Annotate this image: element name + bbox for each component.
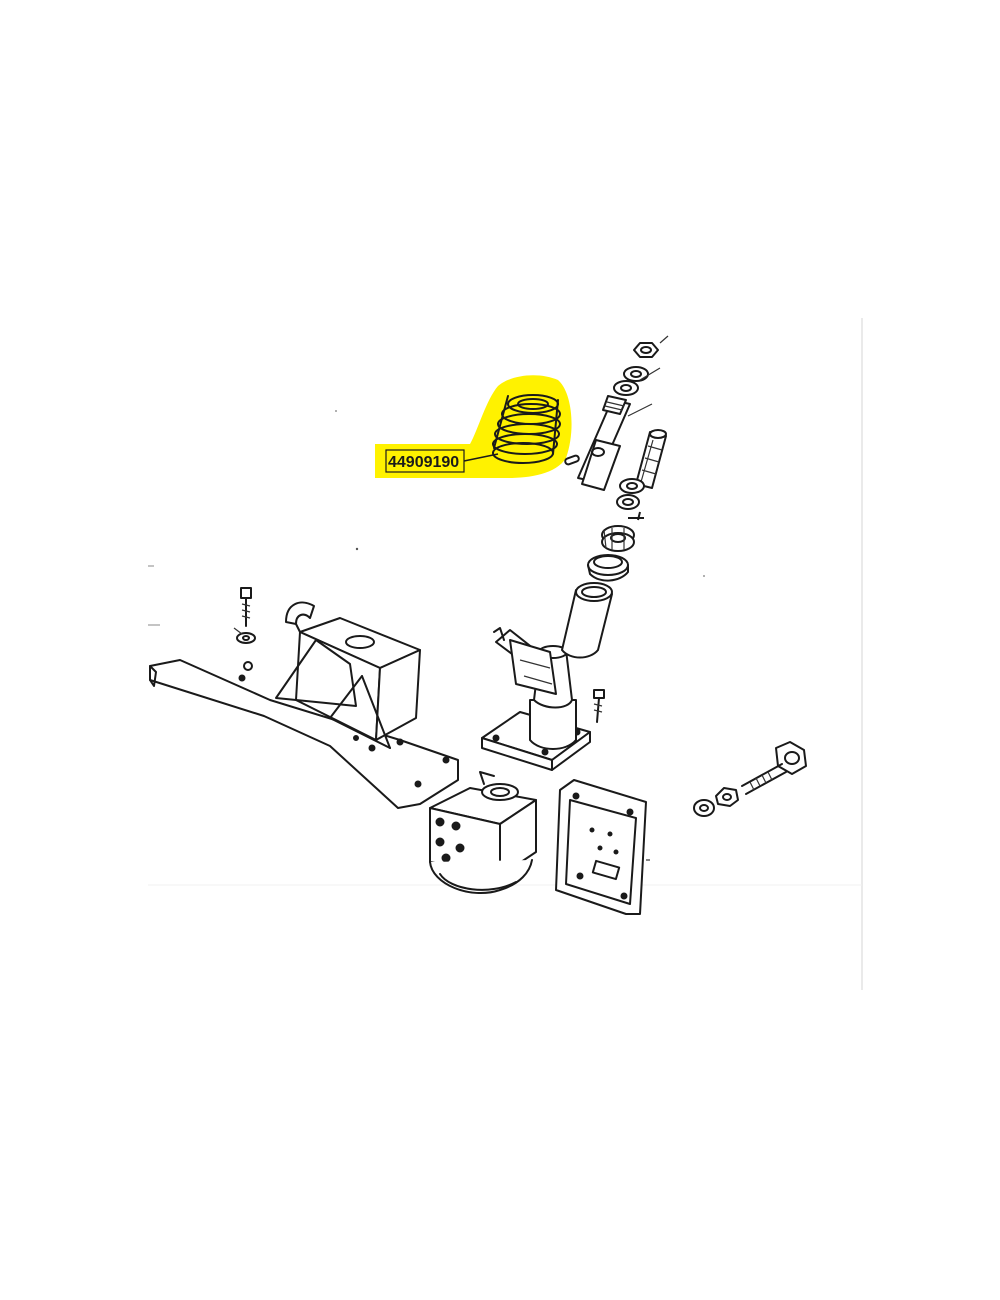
bearing-cup-part	[587, 554, 629, 582]
tapered-bearing-part	[601, 525, 635, 552]
needle-bearing-part	[635, 429, 667, 489]
washer-3-part	[619, 478, 645, 494]
steering-valve-unit	[429, 771, 537, 895]
bellows-boot-part[interactable]	[492, 394, 561, 464]
left-bolt-assembly	[233, 587, 256, 644]
highlighted-part-callout[interactable]: 44909190	[375, 375, 572, 478]
column-shaft-part	[577, 395, 653, 491]
washer-4-part	[616, 494, 640, 510]
washer-1-part	[623, 366, 649, 382]
steering-column-housing	[481, 582, 613, 771]
part-number-label[interactable]: 44909190	[388, 454, 459, 471]
scan-specks	[335, 410, 705, 577]
part-number-box	[385, 449, 465, 473]
callout-leader-line	[463, 453, 499, 462]
column-bolt-part	[593, 689, 605, 723]
pin-part	[564, 454, 580, 466]
column-top-hardware	[564, 335, 669, 582]
top-nut-part	[633, 335, 669, 358]
mounting-plate	[555, 779, 650, 915]
washer-2-part	[613, 367, 661, 396]
main-chassis-bracket	[149, 601, 459, 809]
handwheel-bolt-assembly	[693, 741, 807, 817]
